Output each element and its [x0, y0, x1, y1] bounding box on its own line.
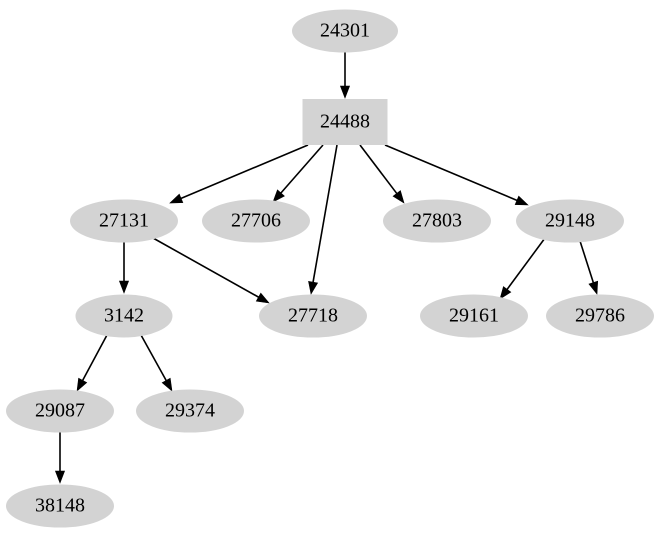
graph-node-29087[interactable]: 29087 — [6, 389, 114, 433]
graph-node-24488[interactable]: 24488 — [302, 99, 388, 145]
graph-node-27803[interactable]: 27803 — [383, 199, 491, 243]
edge-shaft — [280, 144, 324, 194]
edge-shaft — [152, 237, 259, 298]
edge-shaft — [384, 144, 518, 202]
graph-node-29786[interactable]: 29786 — [546, 294, 654, 338]
graph-edge — [272, 144, 324, 203]
graph-edge — [499, 237, 546, 300]
graph-edge — [118, 242, 130, 294]
graph-node-29374[interactable]: 29374 — [136, 389, 244, 433]
edge-arrowhead — [339, 85, 351, 99]
graph-node-29148[interactable]: 29148 — [516, 199, 624, 243]
edge-shaft — [81, 334, 108, 381]
graph-edge — [152, 237, 270, 304]
edge-arrowhead — [392, 190, 405, 204]
node-ellipse[interactable] — [75, 294, 173, 338]
graph-node-24301[interactable]: 24301 — [292, 9, 398, 53]
node-ellipse[interactable] — [70, 199, 178, 243]
node-ellipse[interactable] — [6, 484, 114, 528]
graph-edge — [359, 144, 405, 204]
edge-arrowhead — [161, 377, 173, 392]
graph-edge — [169, 144, 309, 204]
edge-arrowhead — [54, 470, 66, 484]
nodes-layer: 24301 24488 27131 27706 27803 29148 3142 27718 2… — [6, 9, 654, 528]
node-ellipse[interactable] — [516, 199, 624, 243]
edges-layer — [54, 52, 599, 484]
edge-arrowhead — [255, 292, 270, 304]
edge-shaft — [359, 144, 398, 194]
graph-edge — [54, 432, 66, 484]
edge-shaft — [579, 240, 595, 283]
graph-edge — [308, 144, 338, 295]
graph-node-27131[interactable]: 27131 — [70, 199, 178, 243]
edge-shaft — [140, 334, 167, 381]
edge-arrowhead — [169, 193, 184, 204]
edge-arrowhead — [514, 195, 529, 206]
node-ellipse[interactable] — [546, 294, 654, 338]
graph-edge — [579, 240, 599, 295]
node-ellipse[interactable] — [202, 199, 310, 243]
edge-arrowhead — [308, 281, 319, 295]
graph-edge — [384, 144, 529, 206]
graph-node-29161[interactable]: 29161 — [420, 294, 528, 338]
graph-edge — [140, 334, 173, 392]
edge-arrowhead — [272, 189, 285, 203]
node-box[interactable] — [302, 99, 388, 145]
edge-arrowhead — [118, 280, 130, 294]
graph-edge — [76, 334, 108, 392]
graph-node-27706[interactable]: 27706 — [202, 199, 310, 243]
node-ellipse[interactable] — [6, 389, 114, 433]
edge-shaft — [180, 144, 309, 200]
graph-node-27718[interactable]: 27718 — [259, 294, 367, 338]
node-ellipse[interactable] — [292, 9, 398, 53]
node-ellipse[interactable] — [420, 294, 528, 338]
graph-node-38148[interactable]: 38148 — [6, 484, 114, 528]
node-ellipse[interactable] — [259, 294, 367, 338]
edge-arrowhead — [588, 280, 599, 295]
edge-arrowhead — [76, 377, 88, 392]
edge-shaft — [312, 144, 338, 283]
edge-arrowhead — [499, 286, 512, 300]
edge-shaft — [506, 237, 546, 290]
node-ellipse[interactable] — [136, 389, 244, 433]
node-ellipse[interactable] — [383, 199, 491, 243]
graph-node-3142[interactable]: 3142 — [75, 294, 173, 338]
graph-edge — [339, 52, 351, 99]
